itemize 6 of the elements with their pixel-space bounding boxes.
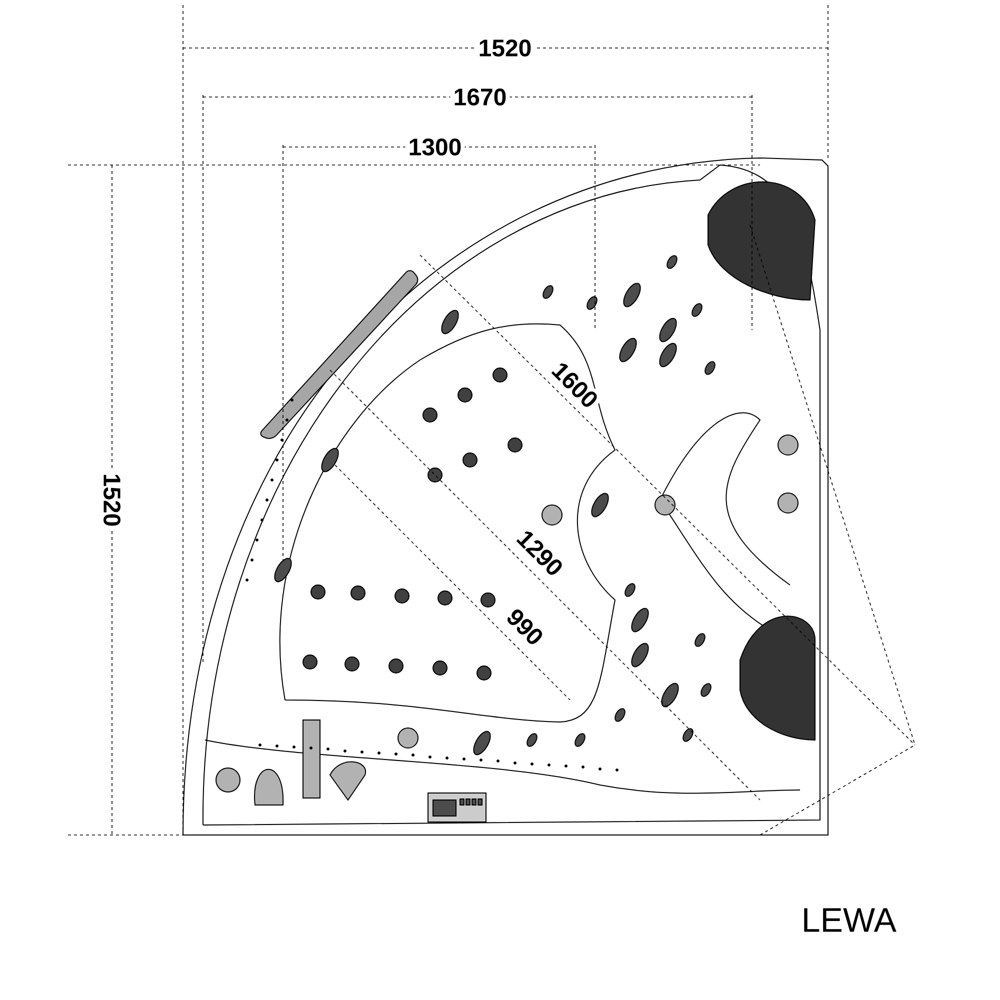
dimension-label: 1300 xyxy=(405,135,465,158)
dimension-label: 1520 xyxy=(100,470,124,530)
dimension-label: 990 xyxy=(500,602,550,652)
caption: LEWA xyxy=(804,908,896,932)
dimension-label: 1520 xyxy=(475,36,535,60)
dimension-label: 1670 xyxy=(450,86,510,108)
